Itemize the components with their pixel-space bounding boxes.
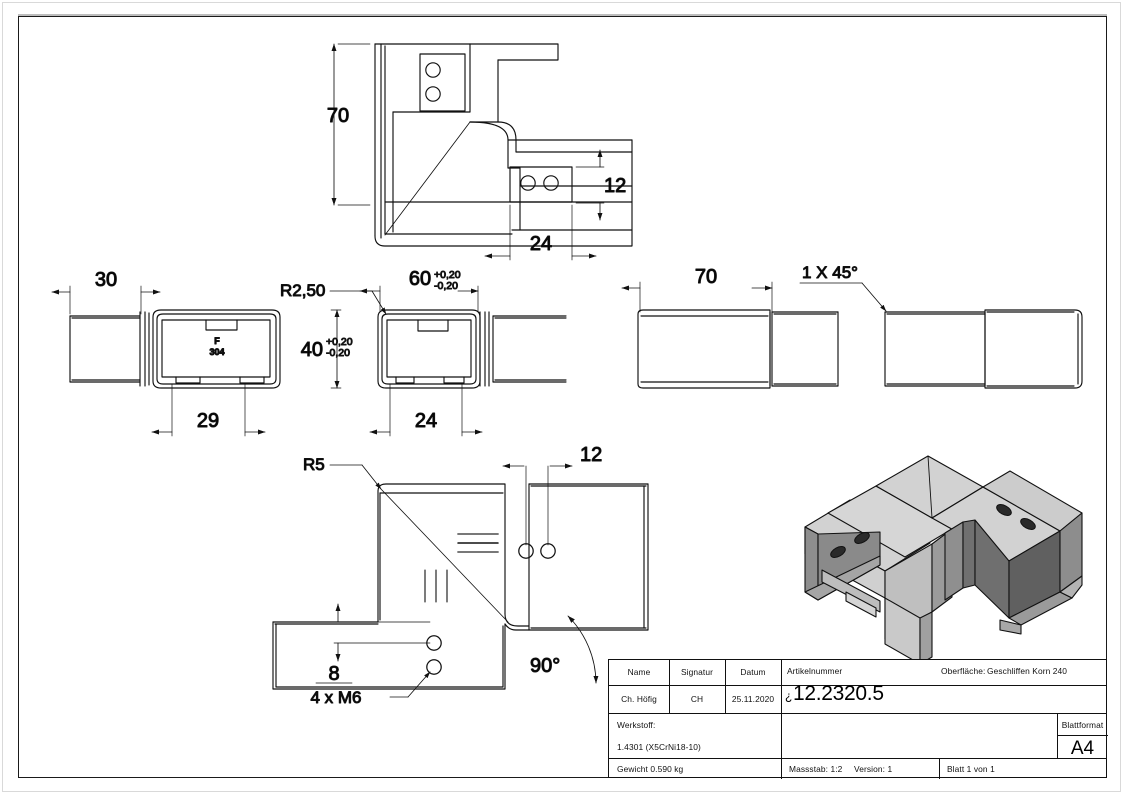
tb-vline-2 (725, 660, 727, 713)
tb-vline-5 (781, 758, 783, 779)
tb-value-signatur: CH (690, 694, 704, 704)
title-block: Name Signatur Datum Artikelnummer Oberfl… (608, 659, 1108, 779)
note-r5: R5 (303, 455, 325, 474)
note-r250: R2,50 (280, 281, 325, 300)
tb-value-blatt: Blatt 1 von 1 (947, 764, 995, 774)
dim-60-label: 60 (409, 268, 431, 290)
tb-header-werkstoff: Werkstoff: (617, 720, 656, 730)
elevation-holes-right (518, 543, 556, 559)
dim-12-label: 12 (604, 175, 626, 197)
tb-value-oberflaeche: Geschliffen Korn 240 (987, 666, 1068, 676)
note-chamfer: 1 X 45° (802, 263, 858, 282)
dim-12-elevation (502, 463, 573, 546)
tb-vline-6 (939, 758, 941, 779)
dim-40-tol-upper: +0,20 (326, 336, 353, 348)
dim-29-label: 29 (197, 410, 219, 432)
stamp-line-1: F (214, 336, 220, 346)
isometric-holes-right (996, 504, 1036, 530)
dim-24-section (369, 383, 483, 437)
dim-24-section-label: 24 (415, 410, 437, 432)
tb-hline-4 (1057, 735, 1108, 737)
dim-70-top-view (331, 43, 371, 206)
note-4xm6: 4 x M6 (310, 688, 361, 707)
note-90deg: 90° (530, 655, 560, 677)
dim-24-top-view (484, 204, 597, 261)
tb-value-datum: 25.11.2020 (731, 694, 775, 704)
tb-hline-1 (609, 685, 1106, 687)
dim-angle-90 (567, 615, 599, 684)
elevation-slot-lines-vertical (424, 569, 448, 603)
tb-hline-2 (609, 713, 1106, 715)
tb-artikelnummer-prefix: ¿ (785, 689, 793, 703)
dim-60-tol-upper: +0,20 (434, 269, 461, 281)
tb-value-blattformat: A4 (1070, 738, 1095, 759)
tb-header-oberflaeche: Oberfläche: (941, 666, 986, 676)
dim-8-label: 8 (328, 663, 339, 685)
dim-24-top-label: 24 (530, 233, 552, 255)
leader-r5 (329, 464, 382, 490)
tb-value-werkstoff: 1.4301 (X5CrNi18-10) (617, 742, 701, 752)
dim-40-section (330, 309, 342, 389)
dim-29-left-view (151, 383, 266, 437)
tb-header-artikelnummer: Artikelnummer (787, 666, 843, 676)
drawing-frame (18, 16, 1107, 778)
isometric-holes-left (830, 532, 870, 558)
tb-header-datum: Datum (740, 667, 766, 677)
elevation-holes-bottom (426, 635, 442, 675)
leader-r250 (329, 290, 387, 315)
dim-40-label: 40 (301, 339, 323, 361)
tb-header-signatur: Signatur (681, 667, 713, 677)
isometric-view (804, 455, 1083, 665)
dim-8-elevation (315, 603, 431, 684)
side-view-right (637, 309, 839, 389)
chamfer-view (884, 309, 1083, 389)
dim-60-section (359, 285, 479, 313)
tb-vline-1 (669, 660, 671, 713)
leader-chamfer (799, 282, 887, 312)
dim-40-tol-lower: -0,20 (326, 347, 350, 359)
top-view-hole-plate-upper (419, 53, 466, 112)
top-view (374, 43, 633, 247)
elevation-slot-lines-gray (457, 533, 499, 553)
top-view-hole-plate-lower (509, 166, 573, 203)
front-section-view (377, 309, 567, 389)
tb-value-version: Version: 1 (854, 764, 893, 774)
dim-12-elevation-label: 12 (580, 444, 602, 466)
tb-header-blattformat: Blattformat (1061, 720, 1104, 730)
elevation-view (272, 483, 649, 690)
dim-60-tol-lower: -0,20 (434, 280, 458, 292)
dim-70-label: 70 (327, 105, 349, 127)
frame-shadow (18, 14, 1107, 17)
tb-value-name: Ch. Höfig (621, 694, 657, 704)
tb-vline-3 (781, 660, 783, 758)
tb-header-name: Name (627, 667, 651, 677)
dim-30-label: 30 (95, 269, 117, 291)
tb-value-gewicht: Gewicht 0.590 kg (617, 764, 684, 774)
left-view (69, 309, 281, 389)
dim-70-side-view (621, 281, 773, 313)
tb-value-massstab: Massstab: 1:2 (789, 764, 843, 774)
dim-30-left-view (51, 285, 161, 315)
stamp-line-2: 304 (209, 347, 224, 357)
dim-70-side-label: 70 (695, 266, 717, 288)
tb-value-artikelnummer: 12.2320.5 (793, 682, 884, 705)
tb-hline-3 (609, 758, 1106, 760)
leader-4xm6 (389, 671, 431, 698)
dim-12-top-view (575, 149, 605, 221)
